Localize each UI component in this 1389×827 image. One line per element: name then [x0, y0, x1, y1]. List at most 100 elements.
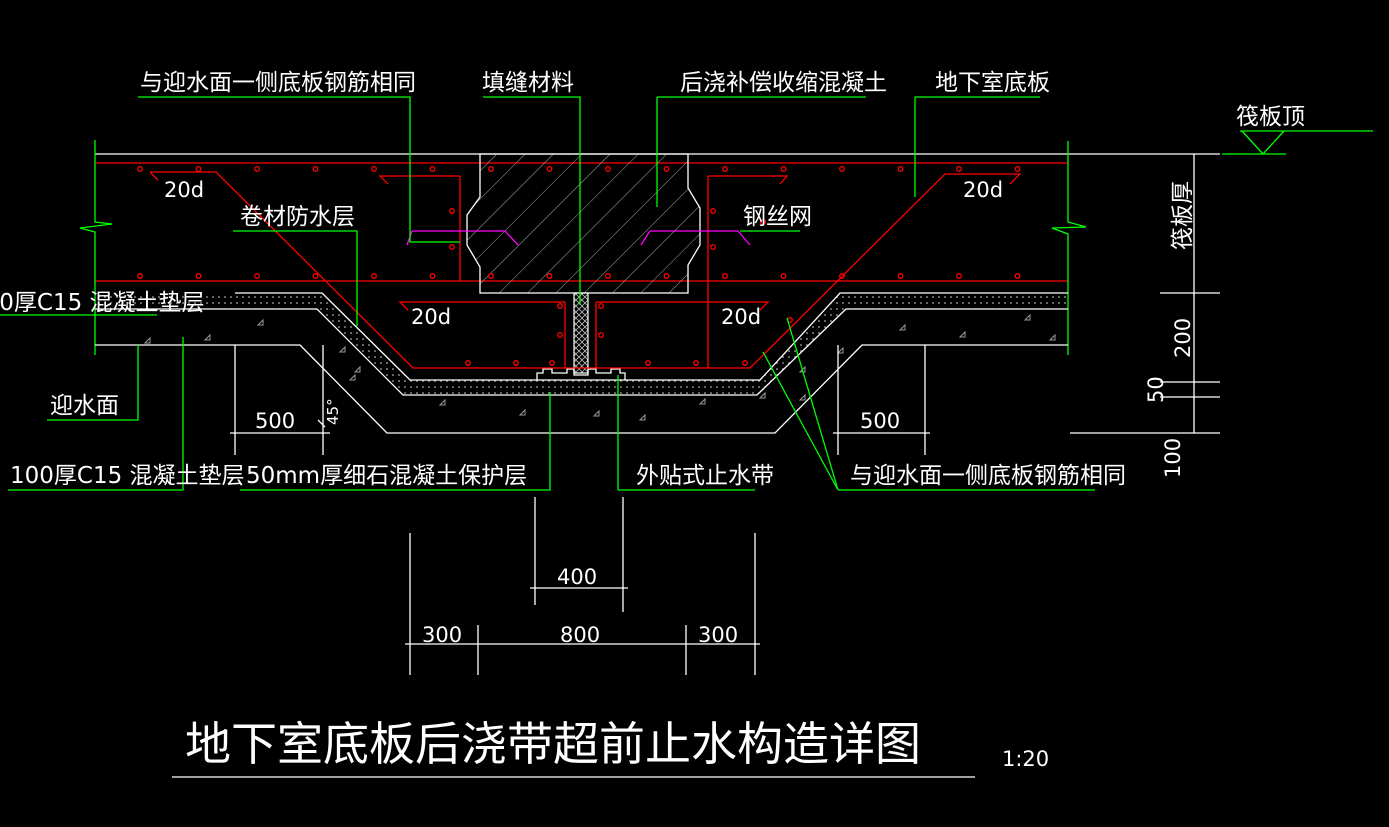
label-wire-mesh: 钢丝网	[743, 204, 812, 230]
post-pour-block	[466, 153, 701, 294]
anchor-length-label: 20d	[411, 305, 451, 329]
rebar-section	[429, 273, 436, 279]
label-c15-cushion-top: 100厚C15 混凝土垫层	[0, 290, 205, 316]
protection-layer	[95, 292, 1068, 396]
rebar-section	[605, 273, 611, 279]
rebar-section	[312, 273, 319, 279]
rebar-section	[429, 166, 436, 172]
aggregate-mark	[338, 345, 346, 353]
dim-50: 50	[1144, 376, 1168, 403]
rebar-section	[722, 166, 728, 172]
rebar-section	[780, 273, 787, 279]
rebar-section	[195, 166, 202, 172]
aggregate-mark	[1048, 333, 1056, 341]
label-waterstop: 外贴式止水带	[636, 463, 774, 489]
rebar-section	[1014, 273, 1021, 279]
rebar-section	[465, 360, 471, 366]
rebar-section	[137, 273, 143, 279]
drawing-scale: 1:20	[1002, 747, 1049, 771]
aggregate-mark	[836, 346, 844, 354]
rebar-section	[371, 273, 377, 279]
dim-800: 800	[560, 623, 600, 647]
aggregate-mark	[798, 393, 806, 401]
dim-left-500: 500	[255, 409, 295, 433]
anchor-length-label: 20d	[963, 178, 1003, 202]
aggregate-mark	[898, 323, 906, 331]
dim-400: 400	[557, 565, 597, 589]
aggregate-mark	[203, 333, 211, 341]
rebar-section	[254, 273, 260, 279]
rebar-section	[449, 208, 455, 214]
rebar-section	[488, 166, 494, 172]
rebar-section	[780, 166, 787, 172]
c15-cushion	[95, 313, 1068, 434]
rebar-section	[722, 273, 728, 279]
rebar-section	[137, 166, 143, 172]
rebar-section	[710, 244, 716, 250]
rebar-section	[195, 273, 202, 279]
label-c15-cushion-bottom: 100厚C15 混凝土垫层	[10, 463, 245, 489]
rebar-section	[839, 273, 845, 279]
joint-filler	[573, 292, 589, 374]
rebars	[137, 166, 1022, 369]
rebar-section	[663, 166, 670, 172]
label-raft-thickness: 筏板厚	[1170, 181, 1196, 250]
label-protection-layer: 50mm厚细石混凝土保护层	[246, 463, 527, 489]
rebar-section	[1014, 166, 1021, 172]
aggregate-mark	[348, 373, 356, 381]
aggregate-mark	[958, 330, 966, 338]
rebar-section	[663, 273, 670, 279]
rebar-section	[598, 303, 604, 309]
aggregate-mark	[353, 365, 361, 373]
aggregate-mark	[438, 398, 446, 406]
rebar-section	[254, 166, 260, 172]
rebar-section	[956, 166, 962, 172]
label-raft-top: 筏板顶	[1236, 104, 1305, 130]
rebar-section	[546, 273, 553, 279]
anchor-length-label: 20d	[164, 178, 204, 202]
leaders	[0, 96, 1373, 491]
aggregate-mark	[638, 413, 646, 421]
drawing-title: 地下室底板后浇带超前止水构造详图	[185, 717, 921, 771]
rebar-section	[371, 166, 377, 172]
rebar-section	[839, 166, 845, 172]
rebar-section	[897, 273, 904, 279]
rebar-section	[710, 208, 716, 214]
rebar-section	[645, 360, 651, 366]
rebar-section	[956, 273, 962, 279]
aggregate-mark	[1023, 313, 1031, 321]
aggregate-mark	[592, 409, 600, 417]
rebar-section	[557, 332, 563, 338]
angle-label: 45°	[324, 398, 342, 425]
dim-300-left: 300	[422, 623, 462, 647]
rebar-section	[742, 360, 748, 366]
waterstop	[536, 368, 626, 380]
anchor-length-label: 20d	[721, 305, 761, 329]
dimension-lines	[172, 154, 1220, 778]
aggregate-mark	[518, 408, 526, 416]
label-rebar-same-bottom: 与迎水面一侧底板钢筋相同	[850, 463, 1126, 489]
label-basement-slab: 地下室底板	[935, 70, 1050, 96]
label-joint-filler: 填缝材料	[482, 70, 574, 96]
dim-200: 200	[1171, 318, 1195, 358]
rebar-section	[760, 219, 766, 225]
rebar-section	[312, 166, 319, 172]
rebar-section	[549, 360, 555, 366]
rebar-section	[598, 332, 604, 338]
rebar-section	[557, 303, 563, 309]
rebar-section	[693, 360, 699, 366]
dim-300-right: 300	[698, 623, 738, 647]
aggregate-mark	[698, 397, 706, 405]
aggregate-mark	[758, 391, 766, 399]
rebar-section	[605, 166, 611, 172]
rebar-section	[449, 244, 455, 250]
aggregate-mark	[256, 318, 264, 326]
label-water-face: 迎水面	[50, 393, 119, 419]
label-post-pour-concrete: 后浇补偿收缩混凝土	[680, 70, 887, 96]
rebar-section	[546, 166, 553, 172]
rebar-section	[513, 360, 519, 366]
label-rebar-same-top: 与迎水面一侧底板钢筋相同	[140, 70, 416, 96]
dim-right-500: 500	[860, 409, 900, 433]
